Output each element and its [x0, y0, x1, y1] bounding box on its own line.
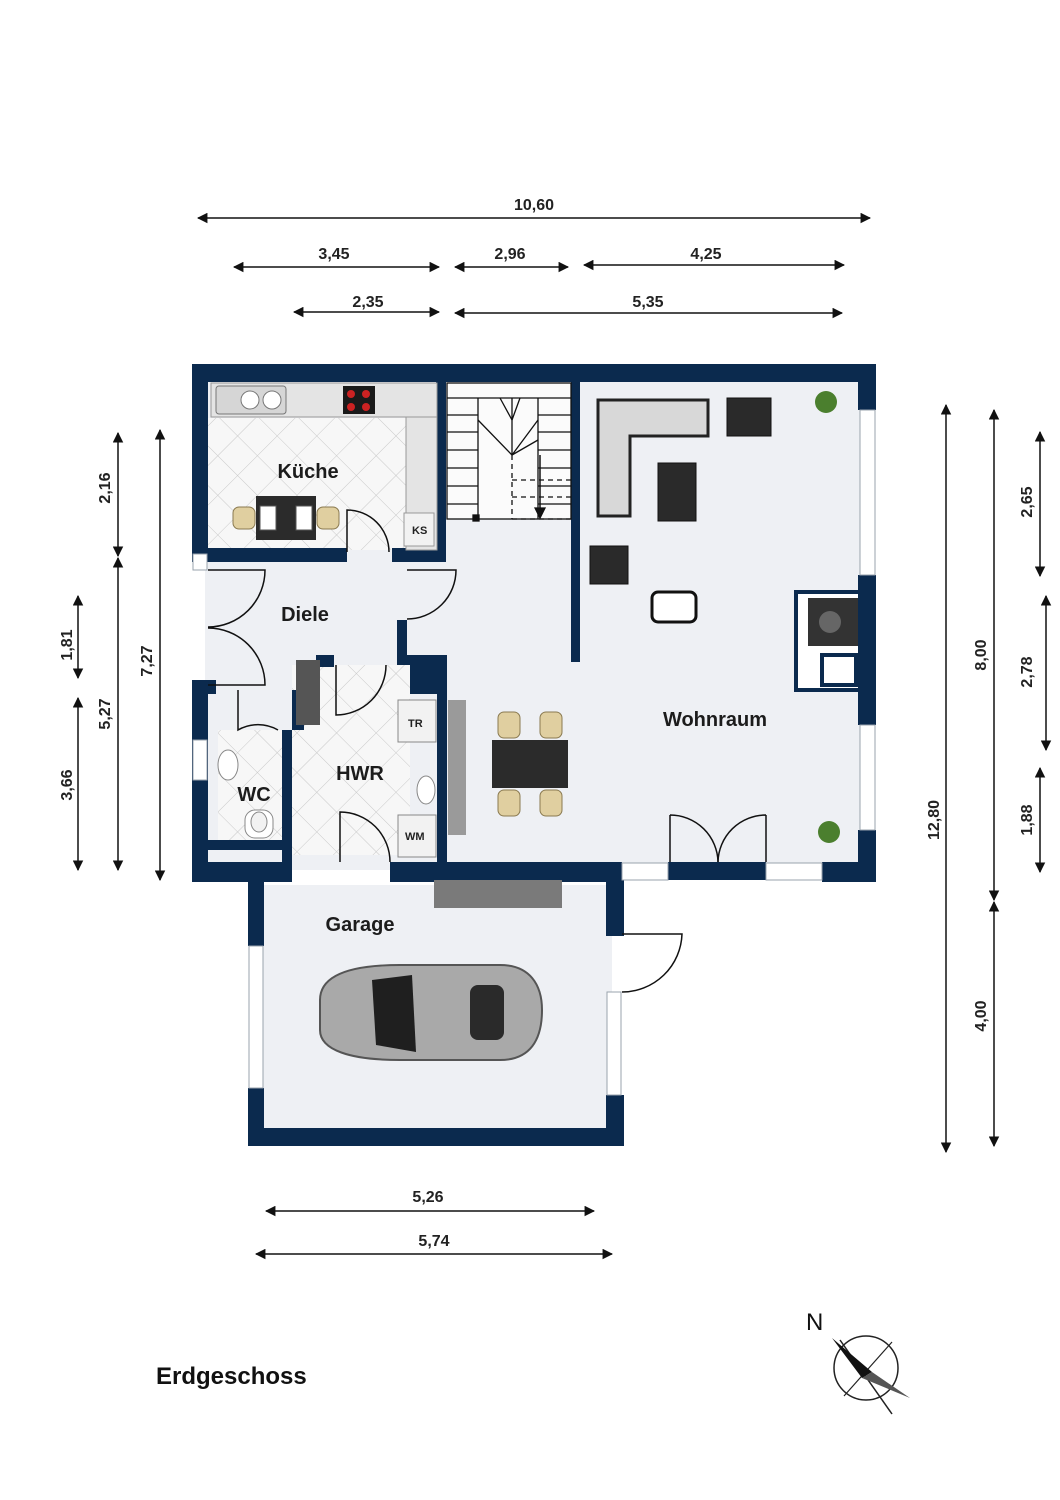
appliance-label-wm: WM [405, 831, 425, 843]
dim-right-total: 12,80 [926, 800, 943, 840]
room-label-wc: WC [237, 784, 270, 806]
garage-contents [319, 880, 562, 1061]
appliance-label-tr: TR [408, 718, 423, 730]
room-label-kueche: Küche [277, 461, 338, 483]
appliance-label-ks: KS [412, 525, 427, 537]
doors [207, 509, 767, 993]
floor-title: Erdgeschoss [156, 1363, 307, 1390]
dim-bottom-a: 5,26 [412, 1189, 443, 1206]
dim-top-a: 3,45 [318, 246, 349, 263]
dim-top-c: 4,25 [690, 246, 721, 263]
dim-bottom-b: 5,74 [418, 1233, 449, 1250]
dim-left-c: 5,27 [97, 698, 114, 729]
windows [192, 409, 876, 1096]
dim-right-a: 8,00 [973, 639, 990, 670]
dim-right-b: 4,00 [973, 1000, 990, 1031]
room-label-wohnraum: Wohnraum [663, 709, 767, 731]
room-label-garage: Garage [326, 914, 395, 936]
kitchen-furniture: KS [210, 382, 438, 551]
room-label-diele: Diele [281, 604, 329, 626]
dim-left-d: 7,27 [139, 645, 156, 676]
living-furniture [448, 391, 840, 843]
dim-left-a: 2,16 [97, 472, 114, 503]
walls [192, 364, 876, 1146]
compass-icon: N [806, 1309, 910, 1415]
dim-right-c: 2,65 [1019, 486, 1036, 517]
room-labels: Küche Diele Wohnraum WC HWR Garage [237, 461, 767, 936]
room-label-hwr: HWR [336, 763, 384, 785]
fireplace [794, 590, 862, 692]
dim-left-b: 1,81 [59, 629, 76, 660]
staircase [446, 382, 572, 522]
dim-top-b: 2,96 [494, 246, 525, 263]
bathroom-fixtures: TR WM [217, 660, 437, 858]
dim-right-d: 2,78 [1019, 656, 1036, 687]
dim-top-d: 2,35 [352, 294, 383, 311]
dimension-lines [72, 212, 1052, 1260]
dim-left-e: 3,66 [59, 769, 76, 800]
dim-top-e: 5,35 [632, 294, 663, 311]
compass-north-label: N [806, 1309, 823, 1336]
dim-right-e: 1,88 [1019, 804, 1036, 835]
dim-top-total: 10,60 [514, 197, 554, 214]
dimension-labels: 10,60 3,45 2,96 4,25 2,35 5,35 2,16 1,81… [59, 197, 1036, 1250]
